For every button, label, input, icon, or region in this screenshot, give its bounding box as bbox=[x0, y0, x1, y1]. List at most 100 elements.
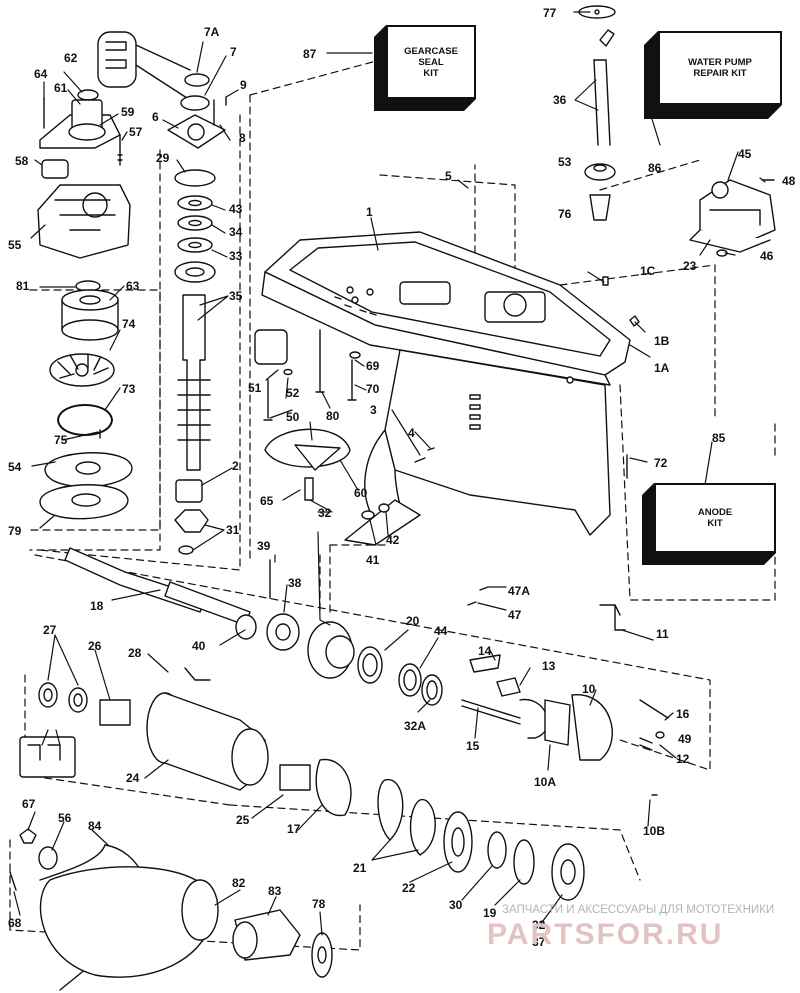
callout-31: 31 bbox=[226, 523, 240, 537]
gear-housing bbox=[261, 231, 631, 546]
callout-10b: 10B bbox=[643, 824, 665, 838]
callout-24: 24 bbox=[126, 771, 140, 785]
callout-25: 25 bbox=[236, 813, 250, 827]
callout-48: 48 bbox=[782, 174, 796, 188]
gearcase-seal-kit-line-3: KIT bbox=[423, 67, 439, 79]
callout-55: 55 bbox=[8, 238, 22, 252]
callout-23: 23 bbox=[683, 259, 697, 273]
gearcase-seal-kit-line-2: SEAL bbox=[418, 56, 444, 68]
callout-4: 4 bbox=[408, 426, 415, 440]
callout-29: 29 bbox=[156, 151, 170, 165]
callout-34: 34 bbox=[229, 225, 243, 239]
callout-30: 30 bbox=[449, 898, 463, 912]
callout-80: 80 bbox=[326, 409, 340, 423]
callout-15: 15 bbox=[466, 739, 480, 753]
callout-45: 45 bbox=[738, 147, 752, 161]
callout-1b: 1B bbox=[654, 334, 670, 348]
callout-43: 43 bbox=[229, 202, 243, 216]
callout-labels: 11A1B1C2345677A891010A10B111213141516171… bbox=[8, 6, 796, 949]
callout-16: 16 bbox=[676, 707, 690, 721]
callout-10: 10 bbox=[582, 682, 596, 696]
callout-17: 17 bbox=[287, 822, 301, 836]
callout-32-lower: 32 bbox=[532, 918, 546, 932]
callout-77: 77 bbox=[543, 6, 557, 20]
callout-87: 87 bbox=[303, 47, 317, 61]
callout-86: 86 bbox=[648, 161, 662, 175]
gearcase-seal-kit-line-1: GEARCASE bbox=[404, 45, 458, 57]
prop-shaft-group bbox=[64, 547, 669, 796]
callout-9: 9 bbox=[240, 78, 247, 92]
callout-14: 14 bbox=[478, 644, 492, 658]
leader-lines bbox=[13, 11, 766, 936]
water-pump-kit-line-2: REPAIR KIT bbox=[693, 68, 747, 79]
callout-21: 21 bbox=[353, 861, 367, 875]
callout-50: 50 bbox=[286, 410, 300, 424]
callout-72: 72 bbox=[654, 456, 668, 470]
callout-3: 3 bbox=[370, 403, 377, 417]
callout-75: 75 bbox=[54, 433, 68, 447]
callout-20: 20 bbox=[406, 614, 420, 628]
callout-1a: 1A bbox=[654, 361, 670, 375]
callout-68: 68 bbox=[8, 916, 22, 930]
callout-73: 73 bbox=[122, 382, 136, 396]
callout-67: 67 bbox=[22, 797, 36, 811]
callout-37: 37 bbox=[532, 935, 546, 949]
water-tube-group bbox=[578, 5, 776, 257]
callout-28: 28 bbox=[128, 646, 142, 660]
anode-kit-line-1: ANODE bbox=[697, 507, 733, 518]
callout-64: 64 bbox=[34, 67, 48, 81]
callout-57: 57 bbox=[129, 125, 143, 139]
callout-32a: 32A bbox=[404, 719, 426, 733]
water-pump-repair-kit-box: WATER PUMP REPAIR KIT bbox=[642, 29, 784, 121]
callout-18: 18 bbox=[90, 599, 104, 613]
callout-10a: 10A bbox=[534, 775, 556, 789]
callout-69: 69 bbox=[366, 359, 380, 373]
watermark-caption: ЗАПЧАСТИ И АКСЕССУАРЫ ДЛЯ МОТОТЕХНИКИ bbox=[502, 904, 774, 916]
callout-26: 26 bbox=[88, 639, 102, 653]
callout-62: 62 bbox=[64, 51, 78, 65]
callout-59: 59 bbox=[121, 105, 135, 119]
callout-70: 70 bbox=[366, 382, 380, 396]
callout-1c: 1C bbox=[640, 264, 656, 278]
water-pump-group bbox=[37, 31, 191, 520]
callout-47: 47 bbox=[508, 608, 522, 622]
callout-38: 38 bbox=[288, 576, 302, 590]
callout-63: 63 bbox=[126, 279, 140, 293]
water-pump-kit-line-1: WATER PUMP bbox=[688, 57, 752, 68]
callout-52: 52 bbox=[286, 386, 300, 400]
callout-61: 61 bbox=[54, 81, 68, 95]
callout-41: 41 bbox=[366, 553, 380, 567]
callout-44: 44 bbox=[434, 624, 448, 638]
gearcase-seal-kit-box: GEARCASE SEAL KIT bbox=[372, 23, 478, 113]
callout-76: 76 bbox=[558, 207, 572, 221]
callout-6: 6 bbox=[152, 110, 159, 124]
callout-33: 33 bbox=[229, 249, 243, 263]
callout-53: 53 bbox=[558, 155, 572, 169]
callout-47a: 47A bbox=[508, 584, 530, 598]
callout-83: 83 bbox=[268, 884, 282, 898]
callout-39: 39 bbox=[257, 539, 271, 553]
anode-kit-box: ANODE KIT bbox=[640, 481, 778, 567]
callout-81: 81 bbox=[16, 279, 30, 293]
callout-32: 32 bbox=[318, 506, 332, 520]
driveshaft-stack bbox=[167, 73, 227, 555]
callout-58: 58 bbox=[15, 154, 29, 168]
watermark-brand: PARTSFOR.RU bbox=[487, 918, 723, 951]
callout-5: 5 bbox=[445, 169, 452, 183]
callout-1: 1 bbox=[366, 205, 373, 219]
callout-27: 27 bbox=[43, 623, 57, 637]
callout-7: 7 bbox=[230, 45, 237, 59]
propeller-group bbox=[9, 828, 333, 991]
callout-46: 46 bbox=[760, 249, 774, 263]
callout-19: 19 bbox=[483, 906, 497, 920]
callout-40: 40 bbox=[192, 639, 206, 653]
callout-54: 54 bbox=[8, 460, 22, 474]
callout-11: 11 bbox=[656, 627, 669, 641]
callout-2: 2 bbox=[232, 459, 239, 473]
callout-8: 8 bbox=[239, 131, 246, 145]
callout-74: 74 bbox=[122, 317, 136, 331]
callout-42: 42 bbox=[386, 533, 400, 547]
callout-13: 13 bbox=[542, 659, 556, 673]
